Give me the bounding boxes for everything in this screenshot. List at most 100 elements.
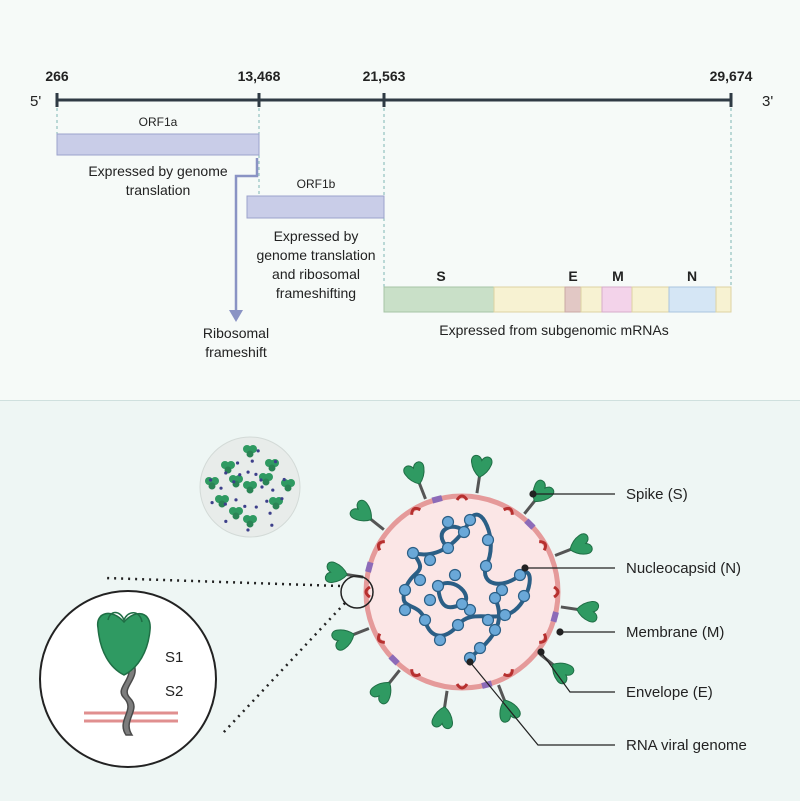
- spike-protein: [369, 669, 401, 705]
- small-dot: [271, 488, 275, 492]
- genome-panel: [0, 0, 800, 400]
- gene-n-bar: [668, 286, 717, 313]
- orf1a-description: Expressed by genome: [88, 163, 228, 179]
- rna-genome-label: RNA viral genome: [626, 737, 747, 754]
- virion: [324, 454, 600, 730]
- orf1b-description: and ribosomal: [272, 266, 360, 282]
- nucleocapsid-protein: [423, 593, 437, 607]
- nucleocapsid-label: Nucleocapsid (N): [626, 560, 741, 577]
- nucleocapsid-protein: [479, 559, 493, 573]
- s1-label: S1: [165, 649, 183, 666]
- virus-icon: [199, 436, 301, 538]
- nucleocapsid-protein: [441, 541, 455, 555]
- nucleocapsid-protein: [517, 589, 531, 603]
- nucleocapsid-protein: [418, 613, 432, 627]
- small-dot: [246, 470, 250, 474]
- envelope-protein: [550, 611, 559, 623]
- orf1b-description: frameshifting: [276, 285, 356, 301]
- small-dot: [234, 498, 238, 502]
- zoom-circle: [340, 575, 374, 609]
- callout-lines: [466, 490, 615, 746]
- nucleocapsid-protein: [451, 618, 465, 632]
- spike-protein: [497, 684, 521, 723]
- membrane-protein: [410, 506, 422, 515]
- small-dot: [259, 478, 263, 482]
- spike-protein: [331, 627, 370, 651]
- position-label: 21,563: [363, 68, 406, 84]
- membrane-protein: [455, 683, 469, 690]
- orf1b-label: ORF1b: [297, 177, 336, 191]
- genome-map: 5' 3' 266 13,468 21,563 29,674 ORF1a Exp…: [30, 68, 773, 360]
- spike-proteins: [324, 454, 600, 730]
- s1-head: [97, 612, 151, 676]
- spike-protein: [554, 533, 593, 557]
- gene-e-label: E: [568, 268, 577, 284]
- nucleocapsid-protein: [481, 533, 495, 547]
- spike-protein: [523, 479, 555, 515]
- small-dot: [282, 477, 286, 482]
- small-dot: [210, 501, 214, 505]
- nucleocapsid-protein: [433, 633, 447, 647]
- spike-protein: [431, 690, 453, 730]
- spike-label: Spike (S): [626, 486, 688, 503]
- spike-protein: [349, 499, 385, 531]
- gene-m-bar: [601, 286, 633, 313]
- gene-s-label: S: [436, 268, 445, 284]
- small-dot: [235, 461, 240, 465]
- small-dot: [246, 528, 250, 532]
- nucleocapsid-protein: [463, 513, 477, 527]
- gene-n-label: N: [687, 268, 697, 284]
- small-dot: [224, 471, 228, 475]
- membrane-protein: [502, 506, 514, 515]
- nucleocapsid-protein: [488, 591, 502, 605]
- membrane-label: Membrane (M): [626, 624, 724, 641]
- nucleocapsid-protein: [398, 583, 412, 597]
- nucleocapsid-protein: [431, 579, 445, 593]
- small-dot: [270, 523, 274, 527]
- small-dot: [254, 472, 258, 476]
- zoom-line: [104, 576, 341, 588]
- small-spike: [243, 515, 257, 528]
- gene-s-bar: [383, 286, 495, 313]
- orf1b-description: genome translation: [256, 247, 375, 263]
- small-dot: [223, 502, 227, 506]
- spike-protein: [560, 601, 600, 623]
- accessory-bar: [631, 286, 670, 313]
- spike-inset: S1 S2: [39, 590, 217, 768]
- small-dot: [224, 519, 228, 523]
- membrane-proteins: [364, 494, 560, 690]
- small-spike: [215, 495, 229, 508]
- membrane-protein: [376, 540, 385, 552]
- small-dot: [238, 473, 242, 477]
- nucleocapsid-protein: [457, 525, 471, 539]
- nucleocapsid-protein: [473, 641, 487, 655]
- orf1a-bar: [56, 133, 260, 156]
- membrane-protein: [376, 632, 385, 644]
- nucleocapsid-protein: [441, 515, 455, 529]
- small-dot: [219, 486, 223, 490]
- nucleocapsid-protein: [463, 603, 477, 617]
- small-spike: [259, 473, 273, 486]
- orf1a-label: ORF1a: [139, 115, 178, 129]
- position-label: 13,468: [238, 68, 281, 84]
- nucleocapsid-protein: [455, 597, 469, 611]
- orf1b-description: Expressed by: [274, 228, 359, 244]
- nucleocapsid-protein: [406, 546, 420, 560]
- envelope-label: Envelope (E): [626, 684, 713, 701]
- membrane-protein: [455, 494, 469, 501]
- small-dot: [254, 505, 258, 509]
- nucleocapsid-protein: [488, 623, 502, 637]
- small-dot: [209, 478, 213, 482]
- subgenomic-description: Expressed from subgenomic mRNAs: [439, 322, 669, 338]
- small-dot: [260, 485, 264, 489]
- position-label: 29,674: [710, 68, 753, 84]
- frameshift-arrow: [229, 158, 259, 322]
- envelope-protein: [365, 561, 374, 573]
- nucleocapsid-protein: [495, 583, 509, 597]
- frameshift-label: frameshift: [205, 344, 267, 360]
- spike-protein: [403, 461, 427, 500]
- small-dot: [243, 504, 247, 508]
- small-dot: [232, 480, 236, 484]
- small-spike: [229, 507, 243, 520]
- nucleocapsid-protein: [398, 603, 412, 617]
